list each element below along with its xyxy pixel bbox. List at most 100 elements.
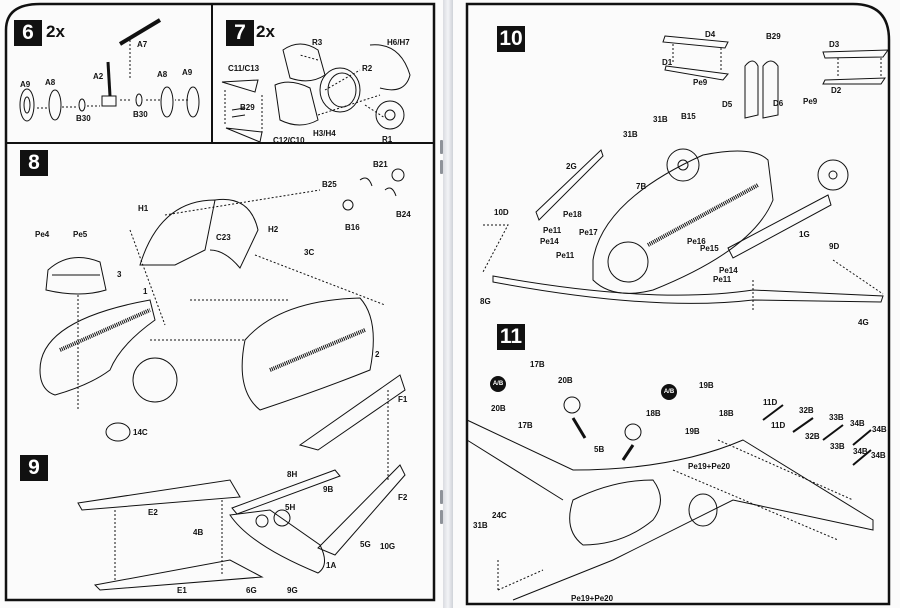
step10-drawing	[482, 35, 889, 310]
step-multiplier: 2x	[256, 22, 275, 41]
part-label: 18B	[646, 409, 661, 418]
part-label: B29	[240, 103, 255, 112]
part-label: D3	[829, 40, 840, 49]
part-label: D1	[662, 58, 673, 67]
part-label: 9D	[829, 242, 840, 251]
part-label: 9G	[287, 586, 298, 595]
binding-staple	[440, 160, 443, 174]
part-label: 1G	[799, 230, 810, 239]
part-label: 8H	[287, 470, 298, 479]
left-page-border	[4, 2, 436, 602]
part-label: 11D	[763, 398, 778, 407]
part-label: B15	[681, 112, 696, 121]
part-label: 20B	[558, 376, 573, 385]
part-label: B30	[76, 114, 91, 123]
part-label: 32B	[799, 406, 814, 415]
part-label: 19B	[699, 381, 714, 390]
left-page-drawings	[4, 2, 436, 602]
part-label: Pe14	[540, 237, 559, 246]
part-label: B29	[766, 32, 781, 41]
step7-drawing	[221, 43, 411, 143]
part-label: D2	[831, 86, 842, 95]
left-instruction-page: 6 2x 7 2x 8 9 A7 A2 A9 A8 B30 B30 A8 A9 …	[0, 0, 443, 608]
part-label: A9	[182, 68, 193, 77]
part-label: A9	[20, 80, 31, 89]
part-label: C12/C10	[273, 136, 305, 145]
part-label: 34B	[850, 419, 865, 428]
part-label: D5	[722, 100, 733, 109]
part-label: 31B	[473, 521, 488, 530]
part-label: 5B	[594, 445, 605, 454]
part-label: 1	[143, 287, 148, 296]
part-label: 18B	[719, 409, 734, 418]
part-label: 8G	[480, 297, 491, 306]
part-label: Pe16	[687, 237, 706, 246]
part-label: Pe9	[803, 97, 818, 106]
part-label: B24	[396, 210, 411, 219]
part-label: 24C	[492, 511, 507, 520]
option-a-b-badge: A/B	[661, 384, 677, 400]
part-label: H6/H7	[387, 38, 410, 47]
part-label: Pe15	[700, 244, 719, 253]
step-number-badge: 10	[497, 26, 525, 52]
part-label: 7B	[636, 182, 647, 191]
part-label: Pe19+Pe20	[571, 594, 614, 603]
part-label: C11/C13	[228, 64, 260, 73]
step-multiplier: 2x	[46, 22, 65, 41]
part-label: H1	[138, 204, 149, 213]
part-label: 4G	[858, 318, 869, 327]
part-label: A8	[157, 70, 168, 79]
part-label: Pe14	[719, 266, 738, 275]
part-label: 5G	[360, 540, 371, 549]
part-label: 17B	[530, 360, 545, 369]
part-label: 20B	[491, 404, 506, 413]
step-number-badge: 6	[14, 20, 42, 46]
part-label: 4B	[193, 528, 204, 537]
part-label: 17B	[518, 421, 533, 430]
part-label: 31B	[623, 130, 638, 139]
step-number-badge: 9	[20, 455, 48, 481]
step-number-badge: 7	[226, 20, 254, 46]
part-label: Pe4	[35, 230, 50, 239]
step-number-badge: 11	[497, 324, 525, 350]
step6-drawing	[19, 18, 200, 122]
part-label: H3/H4	[313, 129, 336, 138]
part-label: 32B	[805, 432, 820, 441]
binding-staple	[440, 140, 443, 154]
part-label: 34B	[853, 447, 868, 456]
right-page-drawings	[465, 2, 891, 606]
part-label: 10G	[380, 542, 396, 551]
part-label: B25	[322, 180, 337, 189]
part-label: R2	[362, 64, 373, 73]
part-label: Pe18	[563, 210, 582, 219]
part-label: Pe19+Pe20	[688, 462, 731, 471]
page-gutter	[443, 0, 453, 608]
part-label: B30	[133, 110, 148, 119]
part-label: 3	[117, 270, 122, 279]
part-label: 14C	[133, 428, 148, 437]
part-label: D4	[705, 30, 716, 39]
part-label: F2	[398, 493, 408, 502]
part-label: 19B	[685, 427, 700, 436]
part-label: 34B	[872, 425, 887, 434]
binding-staple	[440, 510, 443, 524]
part-label: E2	[148, 508, 158, 517]
part-label: 34B	[871, 451, 886, 460]
part-label: B16	[345, 223, 360, 232]
part-label: 10D	[494, 208, 509, 217]
part-label: 5H	[285, 503, 296, 512]
part-label: A7	[137, 40, 148, 49]
part-label: Pe11	[556, 251, 575, 260]
part-label: 33B	[829, 413, 844, 422]
step9-drawing	[77, 374, 406, 591]
part-label: R1	[382, 135, 393, 144]
right-page-border	[465, 2, 891, 606]
binding-staple	[440, 490, 443, 504]
part-label: C23	[216, 233, 231, 242]
part-label: D6	[773, 99, 784, 108]
part-label: A8	[45, 78, 56, 87]
part-label: Pe11	[543, 226, 562, 235]
part-label: 2G	[566, 162, 577, 171]
part-label: F1	[398, 395, 408, 404]
option-a-b-badge: A/B	[490, 376, 506, 392]
